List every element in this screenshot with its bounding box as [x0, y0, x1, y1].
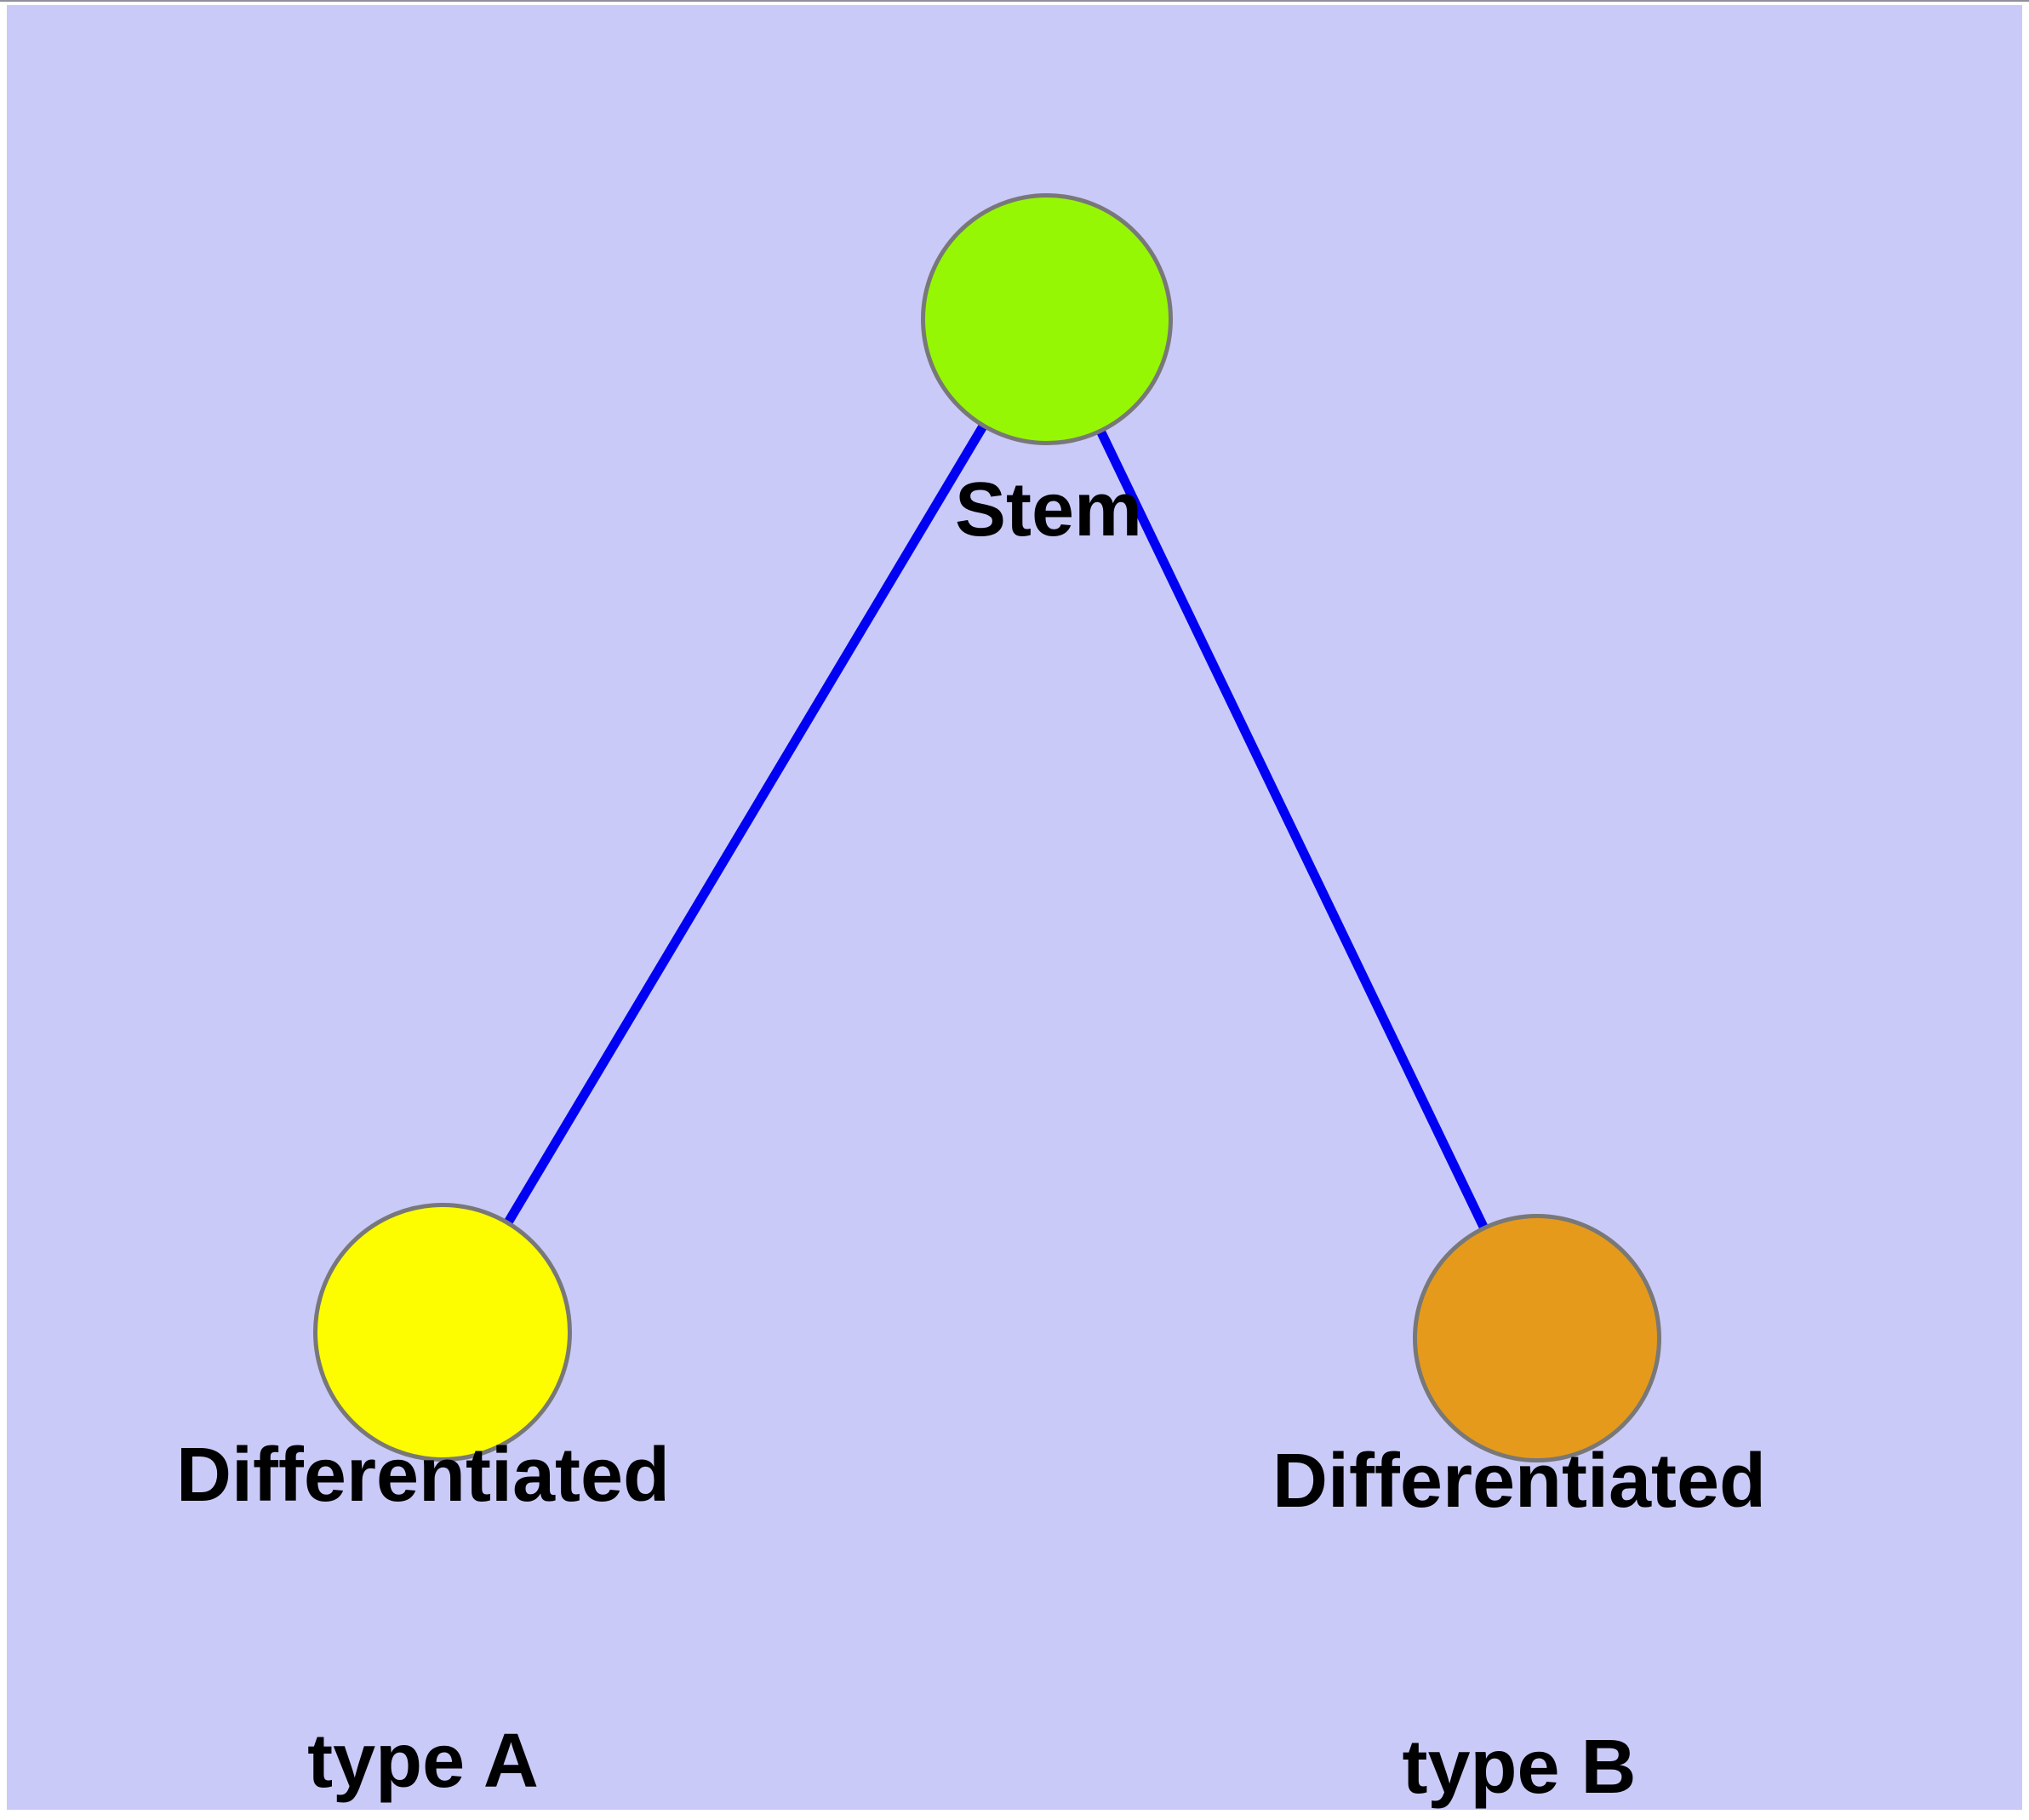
- node-label-differentiated-type-a: Differentiated type A: [40, 1237, 806, 1804]
- node-label-type-a-line2: type A: [307, 1719, 539, 1804]
- node-label-stem: Stem: [666, 272, 1432, 552]
- node-differentiated-type-b[interactable]: [1413, 1214, 1661, 1462]
- node-stem[interactable]: [921, 193, 1173, 445]
- node-differentiated-type-a[interactable]: [313, 1203, 572, 1462]
- node-label-differentiated-type-b: Differentiated type B: [1136, 1243, 1902, 1810]
- node-label-type-a-line1: Differentiated: [175, 1433, 671, 1518]
- top-hairline: [0, 0, 2029, 2]
- node-label-type-b-line2: type B: [1402, 1725, 1637, 1810]
- node-label-stem-text: Stem: [954, 467, 1143, 552]
- node-label-type-b-line1: Differentiated: [1272, 1439, 1767, 1524]
